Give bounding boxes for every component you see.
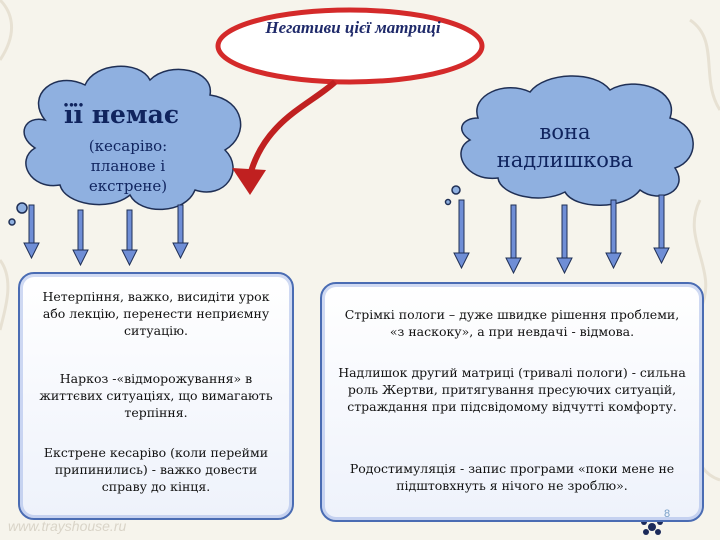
left-item: Наркоз -«відморожування» в життєвих ситу… — [39, 371, 273, 420]
right-down-arrows — [453, 194, 670, 275]
curved-arrow — [232, 79, 338, 195]
slide-title: Негативи цієї матриці — [265, 18, 441, 37]
left-cloud-subtext-line: екстрене) — [88, 177, 168, 195]
left-item: Екстрене кесаріво (коли перейми припинил… — [43, 445, 269, 494]
right-item: Надлишок другий матриці (тривалі пологи)… — [338, 365, 686, 414]
left-cloud-subtext: (кесаріво: планове і екстрене) — [48, 136, 208, 196]
left-item: Нетерпіння, важко, висидіти урок або лек… — [42, 289, 270, 338]
watermark: www.trayshouse.ru — [8, 518, 127, 534]
right-item: Стрімкі пологи – дуже швидке рішення про… — [344, 307, 680, 339]
left-cloud-subtext-line: (кесаріво: — [88, 137, 168, 155]
left-consequences-panel: Нетерпіння, важко, висидіти урок або лек… — [18, 272, 294, 520]
page-number: 8 — [664, 508, 671, 520]
right-cloud-heading-line: надлишкова — [496, 148, 634, 172]
left-cloud — [8, 65, 242, 226]
right-consequences-panel: Стрімкі пологи – дуже швидке рішення про… — [320, 282, 704, 522]
right-cloud — [444, 75, 694, 206]
left-down-arrows — [23, 204, 189, 267]
right-item: Родостимуляція - запис програми «поки ме… — [349, 461, 675, 493]
right-cloud-heading-line: вона — [539, 120, 591, 144]
left-cloud-heading: її немає — [64, 100, 180, 129]
title-oval — [215, 7, 485, 85]
left-cloud-subtext-line: планове і — [90, 157, 166, 175]
right-cloud-heading: вона надлишкова — [470, 118, 660, 174]
